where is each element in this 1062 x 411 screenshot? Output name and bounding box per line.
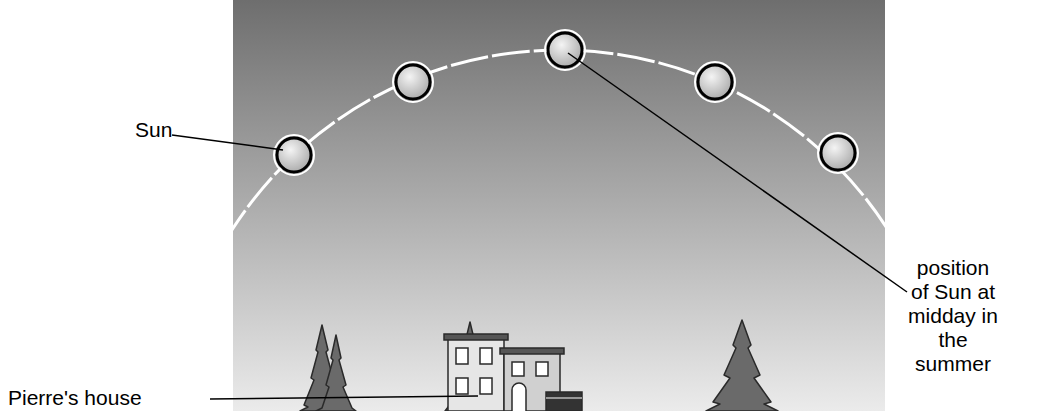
sun-circle (698, 65, 732, 99)
house-window (536, 362, 548, 376)
house-window (512, 362, 524, 376)
house-roof (444, 334, 508, 340)
house-window (456, 378, 468, 394)
leader-line (210, 396, 478, 399)
house-balcony (546, 392, 582, 411)
house-window (480, 378, 492, 394)
house-window (480, 348, 492, 364)
tree (706, 320, 778, 411)
sky-background (233, 0, 885, 411)
label-text: Sun (135, 118, 172, 142)
sun-circle (277, 138, 311, 172)
house-door (512, 383, 526, 411)
sun-circle (821, 136, 855, 170)
sun-halo (393, 62, 433, 102)
label-text: Pierre's house (8, 386, 142, 410)
house (444, 334, 582, 411)
sun-halo (545, 30, 585, 70)
sun-halo (274, 135, 314, 175)
leader-line (172, 135, 283, 150)
balcony-rail (546, 397, 582, 399)
tree (316, 335, 356, 411)
sun-halo (695, 62, 735, 102)
house-roof (500, 348, 564, 354)
label-text: position of Sun at midday in the summer (906, 256, 1000, 376)
leader-line (568, 53, 907, 292)
sun-circle (548, 33, 582, 67)
sun-halo (818, 133, 858, 173)
sun-path-arc (233, 50, 885, 411)
sun-circle (396, 65, 430, 99)
house-wall (448, 338, 504, 411)
house-window (456, 348, 468, 364)
